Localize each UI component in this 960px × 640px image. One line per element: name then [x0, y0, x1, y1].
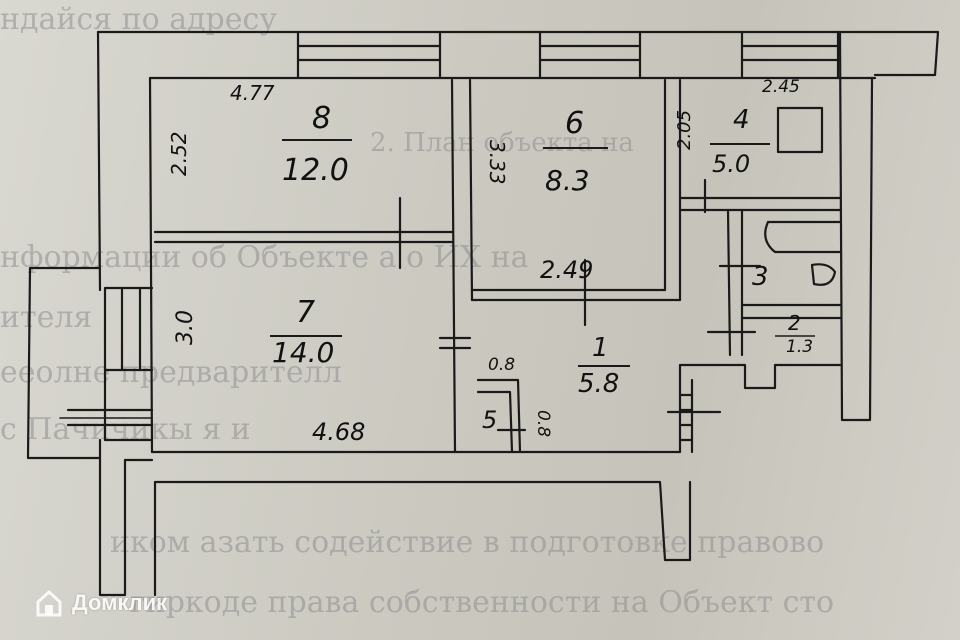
- wall-4-bottom: [678, 196, 842, 212]
- wall-6-bottom: [470, 288, 682, 302]
- entrance-wall: [678, 363, 842, 454]
- room-area-7: 14.0: [272, 336, 334, 369]
- wall-8-7: [153, 230, 454, 244]
- dim-room6-height: 3.33: [485, 140, 509, 185]
- room-number-8: 8: [312, 101, 331, 136]
- door-7: [438, 336, 472, 350]
- background-text-line: ееолне предварителл: [0, 355, 342, 390]
- background-text-line: иком азать содействие в подготовке право…: [110, 525, 825, 560]
- outer-wall-right: [838, 30, 874, 422]
- dim-room7-width: 4.68: [312, 418, 365, 446]
- wall-3-left: [726, 208, 744, 357]
- dim-room6-width: 2.49: [540, 256, 593, 284]
- room-area-6: 8.3: [545, 164, 590, 197]
- outer-wall-bottom: [123, 450, 682, 462]
- window-3: [740, 30, 840, 80]
- room-number-4: 4: [733, 105, 750, 135]
- watermark-text: Домклик: [72, 590, 168, 615]
- balcony-door: [66, 408, 154, 427]
- lower-wall: [153, 480, 692, 597]
- room-number-1: 1: [592, 333, 609, 363]
- window-2: [538, 30, 642, 80]
- dim-room8-height: 2.52: [167, 131, 191, 176]
- background-text-line: 2. План объекта на: [370, 128, 634, 158]
- dim-room8-width: 4.77: [230, 81, 275, 105]
- room-number-7: 7: [296, 295, 315, 330]
- dimension-labels: 4.77 2.52 3.33 2.05 2.45 2.49 3.0 4.68 0…: [167, 77, 800, 446]
- dim-room4-width: 2.45: [762, 77, 800, 97]
- room-area-8: 12.0: [282, 153, 349, 188]
- dim-room4-height: 2.05: [674, 110, 695, 150]
- room-labels: 8 12.0 6 8.3 4 5.0 7 14.0 3 2 1.3 1 5.8 …: [270, 101, 815, 434]
- bathtub: [764, 220, 842, 254]
- dim-room5-height: 0.8: [533, 410, 553, 437]
- room-area-2: 1.3: [786, 337, 813, 357]
- entrance-stair: [678, 393, 694, 442]
- domklik-house-icon: [36, 589, 62, 617]
- sink: [810, 263, 837, 286]
- wall-vertical-center: [450, 78, 474, 454]
- outer-wall-left-inner: [148, 76, 154, 454]
- window-1: [296, 30, 442, 80]
- wall-3-bottom: [740, 303, 842, 320]
- closet-5: [476, 378, 522, 454]
- background-text-line: нформации об Объекте а о ИХ на: [0, 240, 529, 275]
- room-area-1: 5.8: [578, 369, 619, 399]
- outer-wall-left: [96, 30, 127, 597]
- dim-room7-height: 3.0: [173, 310, 198, 345]
- balcony: [26, 266, 154, 460]
- dim-room5-width: 0.8: [488, 355, 515, 375]
- room-number-6: 6: [565, 106, 584, 141]
- watermark: Домклик: [34, 588, 167, 618]
- background-text-line: гиркоде права собственности на Объект ст…: [130, 585, 835, 620]
- room-area-4: 5.0: [712, 150, 750, 178]
- room-number-5: 5: [482, 406, 497, 434]
- stove-4: [776, 106, 824, 154]
- wall-6-right: [663, 78, 682, 302]
- outer-wall-top: [96, 30, 940, 77]
- background-text-line: ителя: [0, 300, 93, 335]
- room-number-2: 2: [788, 311, 801, 335]
- room-number-3: 3: [752, 262, 769, 292]
